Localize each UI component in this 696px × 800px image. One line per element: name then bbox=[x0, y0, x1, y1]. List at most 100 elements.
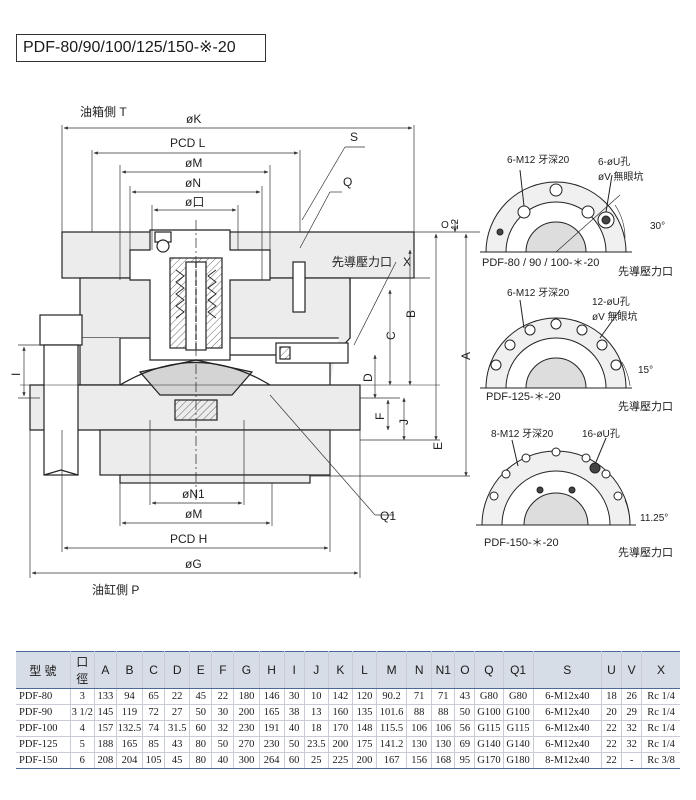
table-cell: 22 bbox=[164, 688, 191, 705]
table-cell: 148 bbox=[352, 720, 378, 737]
table-cell: G100 bbox=[474, 704, 504, 721]
table-cell: 167 bbox=[376, 752, 408, 769]
table-cell: 160 bbox=[328, 704, 353, 721]
table-cell: 6 bbox=[70, 752, 95, 769]
b-label: B bbox=[404, 310, 418, 318]
table-cell: 3 1/2 bbox=[70, 704, 95, 721]
table-cell: 45 bbox=[189, 688, 213, 705]
view1-pilot-label: 先導壓力口 bbox=[618, 264, 673, 278]
i-label: I bbox=[9, 373, 23, 376]
table-cell: G180 bbox=[503, 752, 534, 769]
bottom-flange bbox=[99, 429, 331, 476]
table-cell: G100 bbox=[503, 704, 534, 721]
table-cell: 50 bbox=[189, 704, 213, 721]
table-cell: 10 bbox=[304, 688, 329, 705]
table-cell: 56 bbox=[454, 720, 476, 737]
table-cell: 105 bbox=[142, 752, 166, 769]
top-view-2 bbox=[480, 299, 632, 389]
table-cell: 22 bbox=[601, 720, 623, 737]
table-cell: 300 bbox=[233, 752, 260, 769]
table-cell: 85 bbox=[142, 736, 166, 753]
a-label: A bbox=[459, 352, 473, 360]
table-cell: Rc 1/4 bbox=[641, 720, 680, 737]
table-cell: 30 bbox=[211, 704, 235, 721]
table-cell: 135 bbox=[352, 704, 378, 721]
pilot-fitting bbox=[275, 342, 349, 364]
table-cell: 6-M12x40 bbox=[533, 736, 602, 753]
table-cell: 94 bbox=[116, 688, 144, 705]
table-cell: 6-M12x40 bbox=[533, 704, 602, 721]
table-cell: - bbox=[621, 752, 643, 769]
table-header-cell: 型 號 bbox=[16, 651, 71, 689]
table-cell: Rc 1/4 bbox=[641, 704, 680, 721]
table-cell: 32 bbox=[211, 720, 235, 737]
table-cell: G115 bbox=[503, 720, 534, 737]
phi-n1-label: øN1 bbox=[182, 487, 205, 501]
table-cell: G80 bbox=[503, 688, 534, 705]
table-cell: 6-M12x40 bbox=[533, 720, 602, 737]
table-cell: 156 bbox=[406, 752, 433, 769]
table-header-cell: B bbox=[116, 651, 144, 689]
table-header-cell: U bbox=[601, 651, 623, 689]
table-header-cell: F bbox=[211, 651, 235, 689]
table-cell: 157 bbox=[94, 720, 117, 737]
top-view-3-labels: 8-M12 牙深20 16-øU孔 11.25° 先導壓力口 PDF-150-＊… bbox=[484, 428, 673, 559]
table-cell: 69 bbox=[454, 736, 476, 753]
table-cell: G140 bbox=[503, 736, 534, 753]
table-cell: 200 bbox=[233, 704, 260, 721]
table-cell: 6-M12x40 bbox=[533, 688, 602, 705]
side-bolt bbox=[39, 314, 83, 346]
view2-pilot-label: 先導壓力口 bbox=[618, 399, 673, 413]
table-cell: 22 bbox=[601, 736, 623, 753]
table-cell: 142 bbox=[328, 688, 353, 705]
d-label: D bbox=[361, 373, 375, 382]
table-cell: 3 bbox=[70, 688, 95, 705]
table-cell: 170 bbox=[328, 720, 353, 737]
table-header-cell: O bbox=[454, 651, 476, 689]
view1-angle-label: 30° bbox=[650, 221, 665, 232]
table-cell: 130 bbox=[431, 736, 456, 753]
pcd-h-label: PCD H bbox=[170, 532, 207, 546]
table-header-cell: K bbox=[328, 651, 353, 689]
table-cell: 80 bbox=[189, 752, 213, 769]
view1-bolt-label: 6-M12 牙深20 bbox=[507, 154, 570, 166]
cyl-side-label: 油缸側 P bbox=[92, 582, 139, 597]
spring bbox=[175, 269, 185, 319]
table-cell: G115 bbox=[474, 720, 504, 737]
view1-caption: PDF-80 / 90 / 100-＊-20 bbox=[482, 257, 599, 269]
table-cell: 141.2 bbox=[376, 736, 408, 753]
table-cell: 30 bbox=[284, 688, 305, 705]
table-cell: 165 bbox=[259, 704, 285, 721]
table-header-cell: Q1 bbox=[503, 651, 534, 689]
view2-angle-label: 15° bbox=[638, 365, 653, 376]
table-cell: 32 bbox=[621, 736, 643, 753]
table-cell: 40 bbox=[284, 720, 305, 737]
table-cell: 188 bbox=[94, 736, 117, 753]
table-cell: 101.6 bbox=[376, 704, 408, 721]
s-label: S bbox=[350, 130, 358, 144]
view1-cb-label: øV 無眼坑 bbox=[598, 170, 644, 183]
table-header-cell: V bbox=[621, 651, 643, 689]
main-section-view bbox=[20, 220, 440, 500]
table-cell: 200 bbox=[352, 752, 378, 769]
view2-caption: PDF-125-＊-20 bbox=[486, 391, 561, 403]
table-header-cell: S bbox=[533, 651, 602, 689]
f-label: F bbox=[373, 413, 387, 420]
dimension-lines bbox=[18, 125, 480, 578]
twelve-label: 12 bbox=[450, 218, 461, 230]
table-cell: 130 bbox=[406, 736, 433, 753]
table-cell: Rc 1/4 bbox=[641, 688, 680, 705]
table-header-cell: E bbox=[189, 651, 213, 689]
phi-n-label: øN bbox=[185, 176, 201, 190]
table-cell: 22 bbox=[211, 688, 235, 705]
view3-hole-label: 16-øU孔 bbox=[582, 428, 620, 440]
view3-angle-label: 11.25° bbox=[640, 513, 668, 524]
table-cell: 168 bbox=[431, 752, 456, 769]
q1-label: Q1 bbox=[380, 509, 396, 523]
table-cell: G170 bbox=[474, 752, 504, 769]
